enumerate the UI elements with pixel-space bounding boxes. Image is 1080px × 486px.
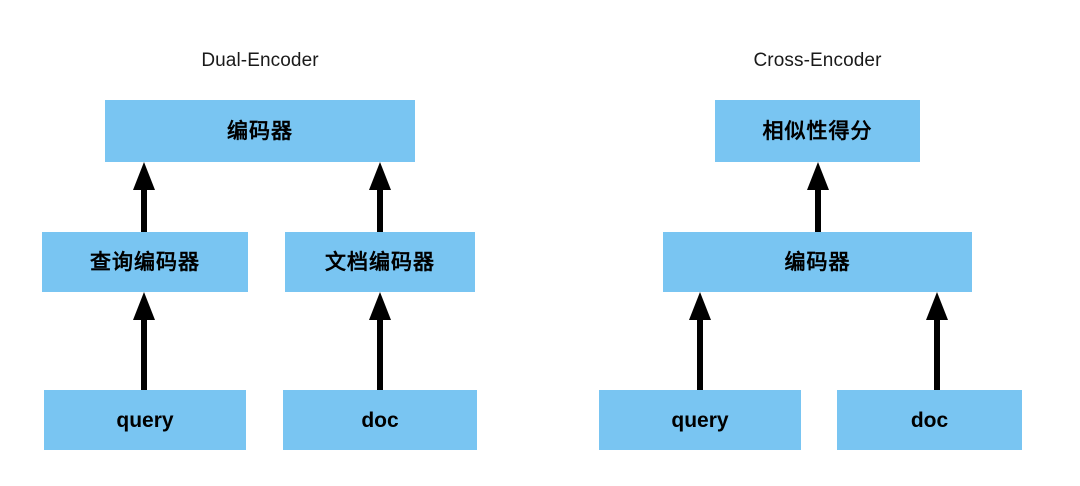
node-ce-doc-label: doc — [910, 408, 949, 432]
panel-title-dual-encoder: Dual-Encoder — [201, 50, 319, 71]
node-de-doc[interactable]: doc — [283, 390, 477, 450]
node-de-query[interactable]: query — [44, 390, 246, 450]
node-ce-encoder[interactable]: 编码器 — [663, 232, 972, 292]
node-de-doc-encoder[interactable]: 文档编码器 — [285, 232, 475, 292]
node-de-encoder[interactable]: 编码器 — [105, 100, 415, 162]
node-de-doc-label: doc — [361, 408, 399, 432]
node-de-query-label: query — [116, 408, 174, 432]
node-ce-score[interactable]: 相似性得分 — [715, 100, 920, 162]
arrow-ce-doc-to-encoder — [925, 292, 949, 390]
node-ce-encoder-label: 编码器 — [784, 249, 851, 274]
node-de-encoder-label: 编码器 — [227, 118, 293, 143]
arrow-de-query-encoder-to-encoder — [132, 162, 156, 232]
arrow-de-query-to-query-encoder — [132, 292, 156, 390]
arrow-de-doc-encoder-to-encoder — [368, 162, 392, 232]
node-de-query-encoder[interactable]: 查询编码器 — [42, 232, 248, 292]
arrow-ce-query-to-encoder — [688, 292, 712, 390]
node-ce-query-label: query — [671, 408, 729, 432]
node-de-doc-encoder-label: 文档编码器 — [325, 249, 435, 274]
node-ce-score-label: 相似性得分 — [762, 118, 873, 143]
arrow-ce-encoder-to-score — [806, 162, 830, 232]
node-ce-doc[interactable]: doc — [837, 390, 1022, 450]
arrow-de-doc-to-doc-encoder — [368, 292, 392, 390]
node-ce-query[interactable]: query — [599, 390, 801, 450]
node-de-query-encoder-label: 查询编码器 — [90, 249, 200, 274]
panel-title-cross-encoder: Cross-Encoder — [753, 50, 882, 71]
